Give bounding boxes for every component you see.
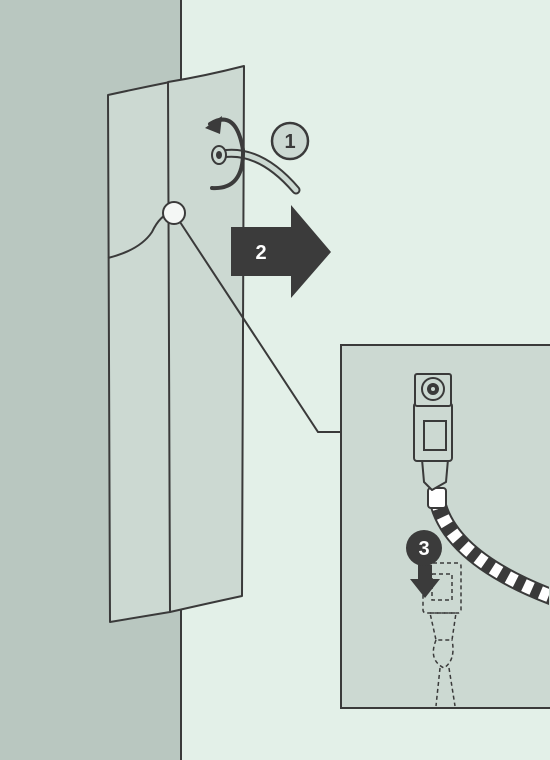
front-panel xyxy=(167,65,245,613)
step-1-badge: 1 xyxy=(270,121,310,161)
rear-panel xyxy=(107,81,171,623)
step-2-pull-arrow: 2 xyxy=(231,205,331,298)
step-1-number: 1 xyxy=(284,131,295,153)
step-2-number: 2 xyxy=(255,242,266,264)
callout-point xyxy=(162,201,186,225)
connector-plug-detail xyxy=(413,373,549,605)
down-arrow-icon xyxy=(410,565,440,598)
callout-leader-line xyxy=(179,221,341,433)
step-3-number: 3 xyxy=(418,538,429,560)
connector-with-cable xyxy=(211,145,301,195)
rotate-arrow-icon xyxy=(205,116,246,191)
step-3-badge: 3 xyxy=(406,530,442,566)
